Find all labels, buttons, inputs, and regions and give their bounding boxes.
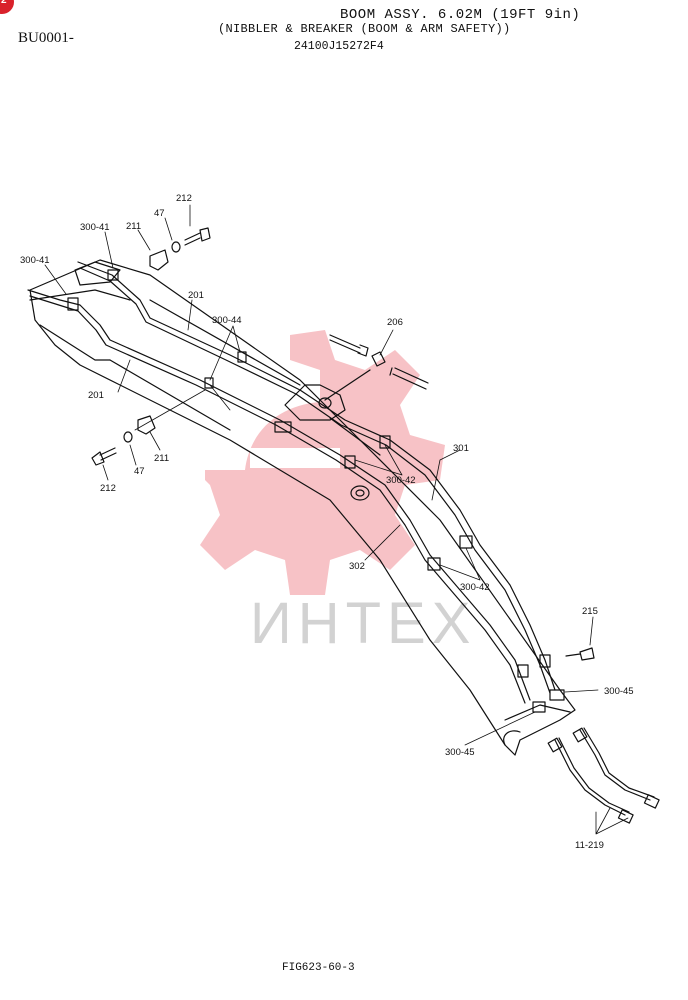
callout-300-41-a: 300-41 (80, 222, 110, 233)
clamp (344, 455, 356, 469)
callout-211-bottom: 211 (154, 453, 169, 464)
washer-47-top (171, 241, 181, 253)
clamp (517, 664, 529, 678)
callout-300-44: 300-44 (212, 315, 242, 326)
bolt-212-top (184, 227, 211, 246)
watermark-text: ИНТЕX (250, 591, 476, 656)
washer-47-bottom (123, 431, 133, 443)
callout-201-a: 201 (188, 290, 204, 301)
clamp (539, 654, 551, 668)
hose-11-219-a (554, 739, 626, 816)
boom-pivot-boss (350, 485, 370, 501)
clamp (379, 435, 391, 449)
callout-47-top: 47 (154, 208, 165, 219)
clamp (427, 557, 441, 571)
pin-206-b (389, 367, 429, 390)
watermark-gear-icon (200, 330, 445, 595)
callout-211-top: 211 (126, 221, 141, 232)
corner-code: BU0001- (18, 30, 74, 46)
callout-206: 206 (387, 317, 403, 328)
clamp (532, 701, 546, 713)
callout-300-45-a: 300-45 (604, 686, 634, 697)
callout-300-42-a: 300-42 (386, 475, 416, 486)
part-number: 24100J15272F4 (294, 40, 384, 53)
callout-212-bottom: 212 (100, 483, 116, 494)
callout-212-top: 212 (176, 193, 192, 204)
pipe-201-lower (27, 289, 531, 701)
pin-206-a (329, 334, 369, 357)
figure-id: FIG623-60-3 (282, 962, 355, 974)
clamp (204, 377, 214, 389)
callout-302: 302 (349, 561, 365, 572)
callout-300-41-b: 300-41 (20, 255, 50, 266)
hose-11-219-b (579, 729, 651, 801)
bracket-211-bottom (137, 415, 156, 435)
clamp (549, 689, 565, 701)
clamp (237, 351, 247, 363)
clamp (107, 269, 119, 281)
clamp (274, 421, 292, 433)
diagram-title: BOOM ASSY. 6.02M (19FT 9in) (340, 7, 581, 23)
callout-300-45-b: 300-45 (445, 747, 475, 758)
callout-11-219: 11-219 (575, 840, 604, 851)
callout-301: 301 (453, 443, 469, 454)
bolt-212-bottom (91, 447, 117, 466)
bracket-211-top (149, 249, 169, 271)
bolt-215 (565, 647, 595, 661)
diagram-subtitle: (NIBBLER & BREAKER (BOOM & ARM SAFETY)) (218, 22, 511, 36)
callout-47-bottom: 47 (134, 466, 145, 477)
callout-215: 215 (582, 606, 598, 617)
clamp (67, 297, 79, 311)
callout-201-b: 201 (88, 390, 104, 401)
cylinder-bracket (284, 384, 346, 421)
callout-300-42-b: 300-42 (460, 582, 490, 593)
